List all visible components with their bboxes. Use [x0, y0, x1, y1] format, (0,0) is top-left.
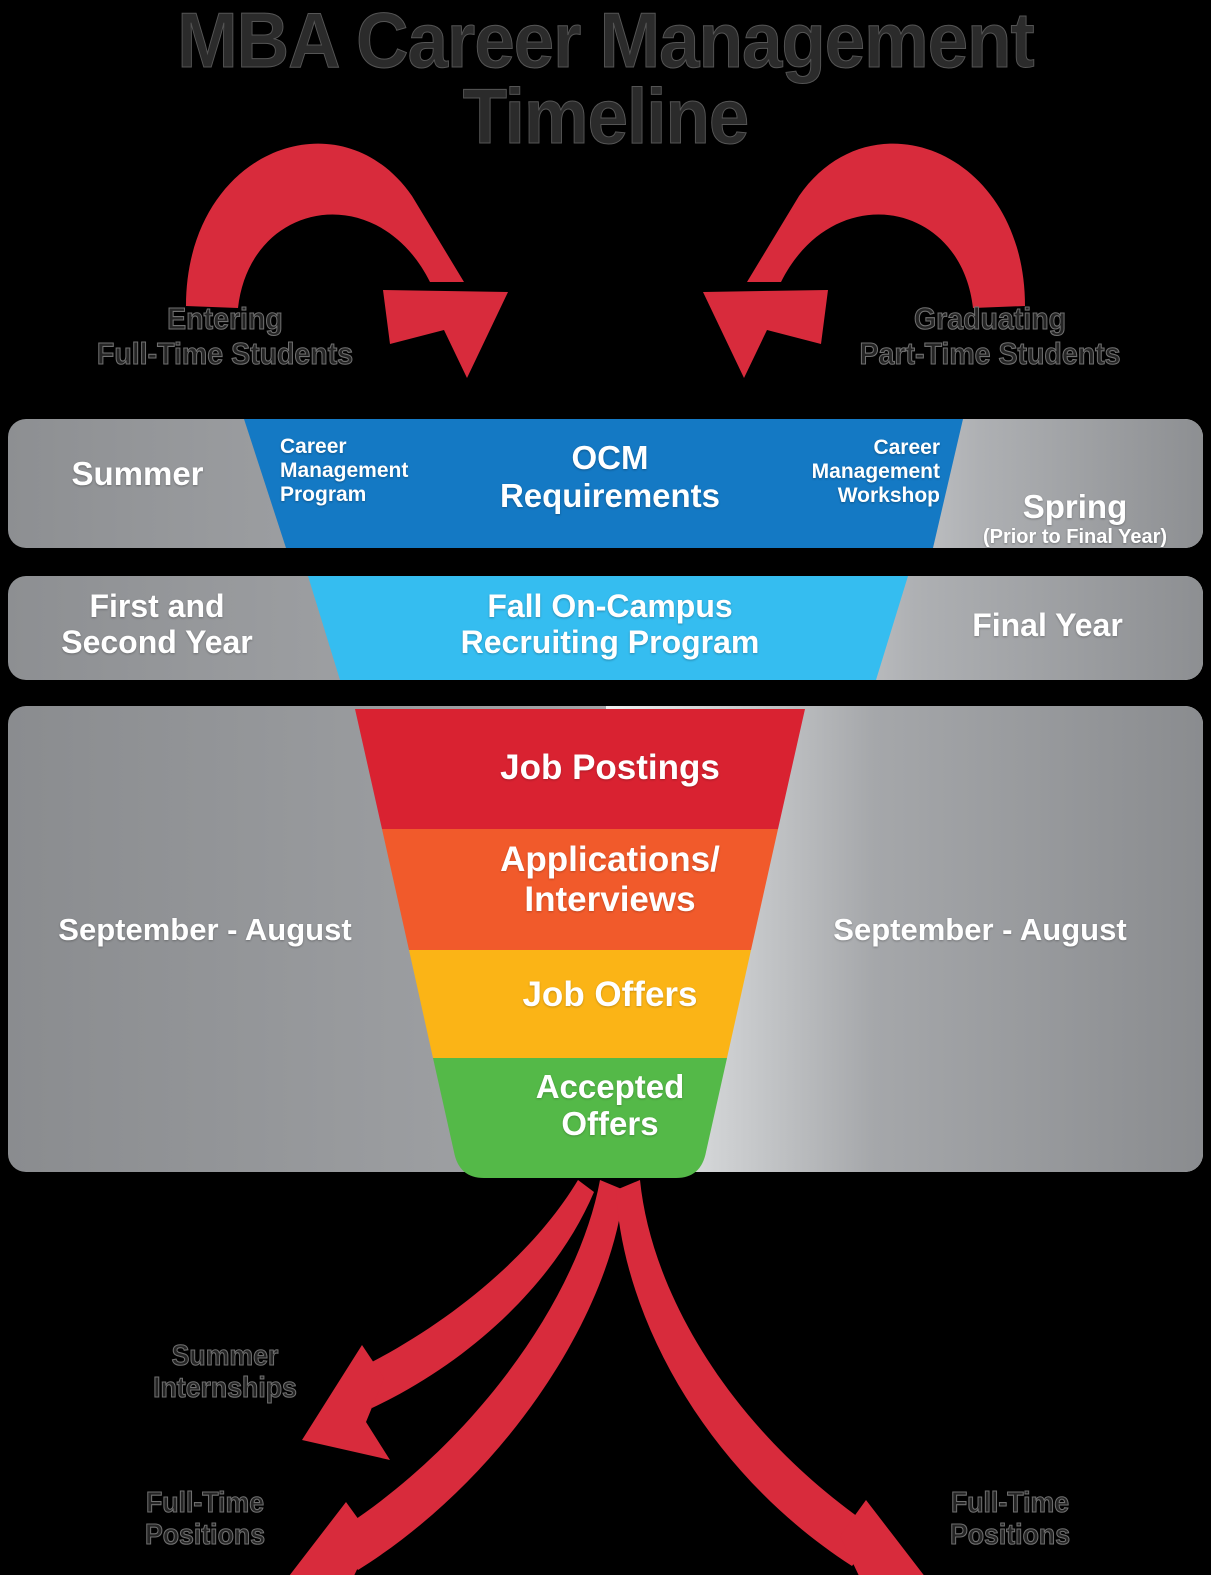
timeline-band-summer-spring — [8, 419, 1203, 548]
funnel-stage-job-offers — [409, 950, 751, 1058]
arrow-entering-students — [186, 143, 464, 308]
career-funnel — [355, 709, 805, 1178]
band1-accent-trapezoid — [244, 419, 963, 548]
band1-shapes — [8, 419, 1203, 548]
arrow-graduating-students — [747, 143, 1025, 308]
funnel-stage-applications-interviews — [382, 829, 778, 950]
page-title: MBA Career Management Timeline — [177, 0, 1035, 161]
label-full-time-positions-right: Full-Time Positions — [949, 1486, 1071, 1552]
label-full-time-positions-left: Full-Time Positions — [144, 1486, 266, 1552]
funnel-stage-accepted-offers — [433, 1058, 727, 1178]
band2-shapes — [8, 576, 1203, 680]
funnel-stage-job-postings — [355, 709, 805, 829]
band2-accent-trapezoid — [308, 576, 908, 680]
label-graduating-part-time-students: Graduating Part-Time Students — [859, 300, 1121, 371]
arrow-full-time-right-tail — [616, 1180, 880, 1566]
arrow-summer-internships-tail — [352, 1180, 594, 1408]
label-summer-internships: Summer Internships — [153, 1339, 298, 1405]
timeline-band-year-phases — [8, 576, 1203, 680]
label-entering-full-time-students: Entering Full-Time Students — [96, 300, 354, 371]
